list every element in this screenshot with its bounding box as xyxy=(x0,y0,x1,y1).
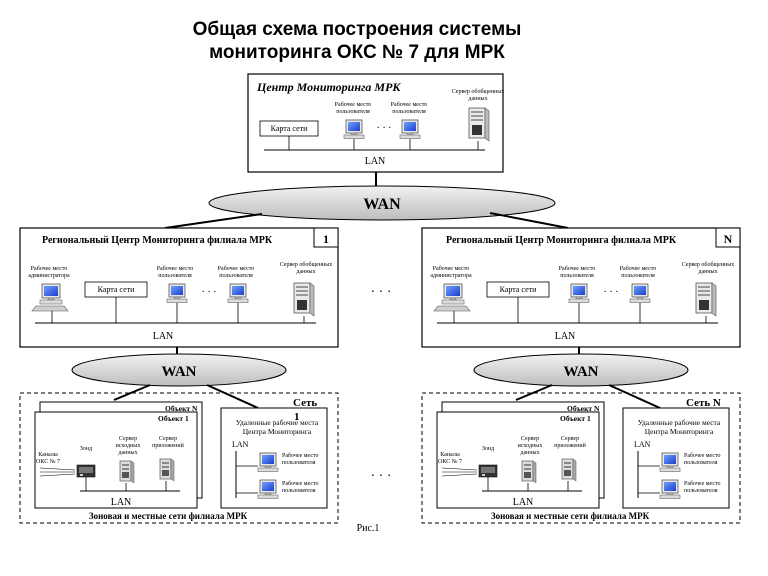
center-ws1-icon xyxy=(343,119,365,139)
center-server-icon xyxy=(468,107,490,142)
figure-caption: Рис.1 xyxy=(357,523,380,534)
zone-right-lan-label: LAN xyxy=(513,497,534,508)
regional-left-ellipsis: · · · xyxy=(202,287,217,298)
zone-right-probe-icon xyxy=(478,464,498,478)
zone-left-lan-label: LAN xyxy=(111,497,132,508)
regional-left-ws1-icon xyxy=(166,283,188,303)
wan-top-ellipse xyxy=(208,185,556,221)
regional-right-badge: N xyxy=(724,232,733,246)
zone-left-source-server-icon xyxy=(119,460,135,484)
zone-right-remote-lan: LAN xyxy=(634,440,651,449)
regional-left-ws2-icon xyxy=(227,283,249,303)
center-map-label: Карта сети xyxy=(271,124,309,133)
regional-left-title: Региональный Центр Мониторинга филиала М… xyxy=(42,235,273,246)
between-ellipsis-bottom: · · · xyxy=(371,469,392,484)
zone-right-object-1: Объект 1 xyxy=(560,414,591,423)
zone-left-remote-ws2-icon xyxy=(257,479,279,499)
zone-left-object-n: Объект N xyxy=(165,404,198,413)
regional-right-lan-label: LAN xyxy=(555,331,576,342)
regional-right-ws2-icon xyxy=(629,283,651,303)
zone-right-remote-ws1-icon xyxy=(659,452,681,472)
wan-right-ellipse xyxy=(473,353,689,387)
zone-left-remote-ws1-icon xyxy=(257,452,279,472)
center-lan-label: LAN xyxy=(365,156,386,167)
center-ws2-icon xyxy=(399,119,421,139)
zone-right-object-n: Объект N xyxy=(567,404,600,413)
regional-left-box: Региональный Центр Мониторинга филиала М… xyxy=(19,227,339,348)
regional-right-title: Региональный Центр Мониторинга филиала М… xyxy=(446,235,677,246)
regional-left-badge: 1 xyxy=(323,232,329,246)
zone-right-footer: Зоновая и местные сети филиала МРК xyxy=(491,511,650,521)
zone-left-object-1: Объект 1 xyxy=(158,414,189,423)
between-ellipsis-top: · · · xyxy=(371,285,392,300)
zone-left-probe-label: Зонд xyxy=(80,446,92,452)
center-ellipsis: · · · xyxy=(377,123,392,134)
title-line-1: Общая схема построения системы xyxy=(193,19,522,40)
zone-right-remote-ws2-icon xyxy=(659,479,681,499)
zone-right-source-server-icon xyxy=(521,460,537,484)
wan-left-ellipse xyxy=(71,353,287,387)
regional-left-server-icon xyxy=(293,282,315,317)
regional-right-server-icon xyxy=(695,282,717,317)
regional-right-ellipsis: · · · xyxy=(604,287,619,298)
regional-left-map-label: Карта сети xyxy=(98,285,136,294)
title-line-2: мониторинга ОКС № 7 для МРК xyxy=(209,42,505,63)
zone-left-app-server-icon xyxy=(159,458,175,482)
zone-left-net-num: 1 xyxy=(294,411,300,423)
zone-right-probe-label: Зонд xyxy=(482,446,494,452)
zone-left-probe-icon xyxy=(76,464,96,478)
zone-left-footer: Зоновая и местные сети филиала МРК xyxy=(89,511,248,521)
wan-right-label: WAN xyxy=(563,364,598,380)
wan-top-label: WAN xyxy=(363,196,401,213)
zone-right-net-label: Сеть N xyxy=(686,397,721,409)
regional-right-box: Региональный Центр Мониторинга филиала М… xyxy=(421,227,741,348)
center-monitoring-box: Центр Мониторинга МРК Карта сети Рабочее… xyxy=(247,73,505,173)
zone-right-app-server-icon xyxy=(561,458,577,482)
regional-left-lan-label: LAN xyxy=(153,331,174,342)
center-title: Центр Мониторинга МРК xyxy=(256,80,401,94)
regional-right-map-label: Карта сети xyxy=(500,285,538,294)
regional-right-ws1-icon xyxy=(568,283,590,303)
zone-left-net-label: Сеть xyxy=(293,397,317,409)
zone-left-remote-lan: LAN xyxy=(232,440,249,449)
wan-left-label: WAN xyxy=(161,364,196,380)
